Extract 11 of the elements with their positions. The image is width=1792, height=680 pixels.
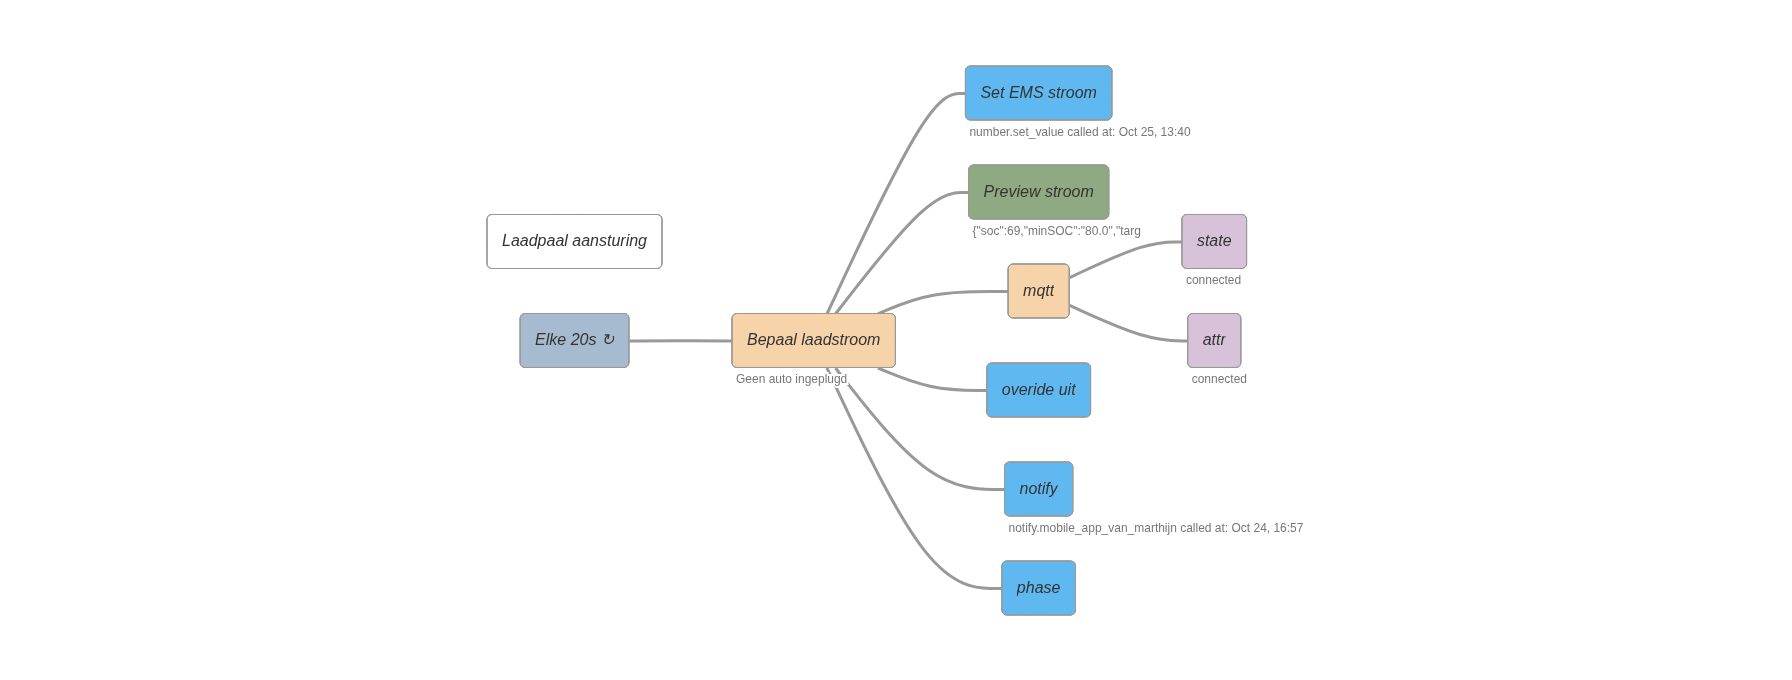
connector: [629, 338, 733, 342]
status-text: connected: [1192, 372, 1248, 386]
connector: [834, 366, 1006, 491]
connector: [1069, 303, 1189, 342]
status-text: number.set_value called at: Oct 25, 13:40: [969, 124, 1192, 139]
connector: [1069, 239, 1183, 279]
connector: [826, 366, 1003, 590]
status-text: {"soc":69,"minSOC":"80.0","targ: [972, 223, 1142, 238]
connector: [877, 366, 988, 392]
status-text: notify.mobile_app_van_marthijn called at: Oct 24, 16:57: [1008, 520, 1304, 535]
status-text: connected: [1186, 273, 1242, 287]
